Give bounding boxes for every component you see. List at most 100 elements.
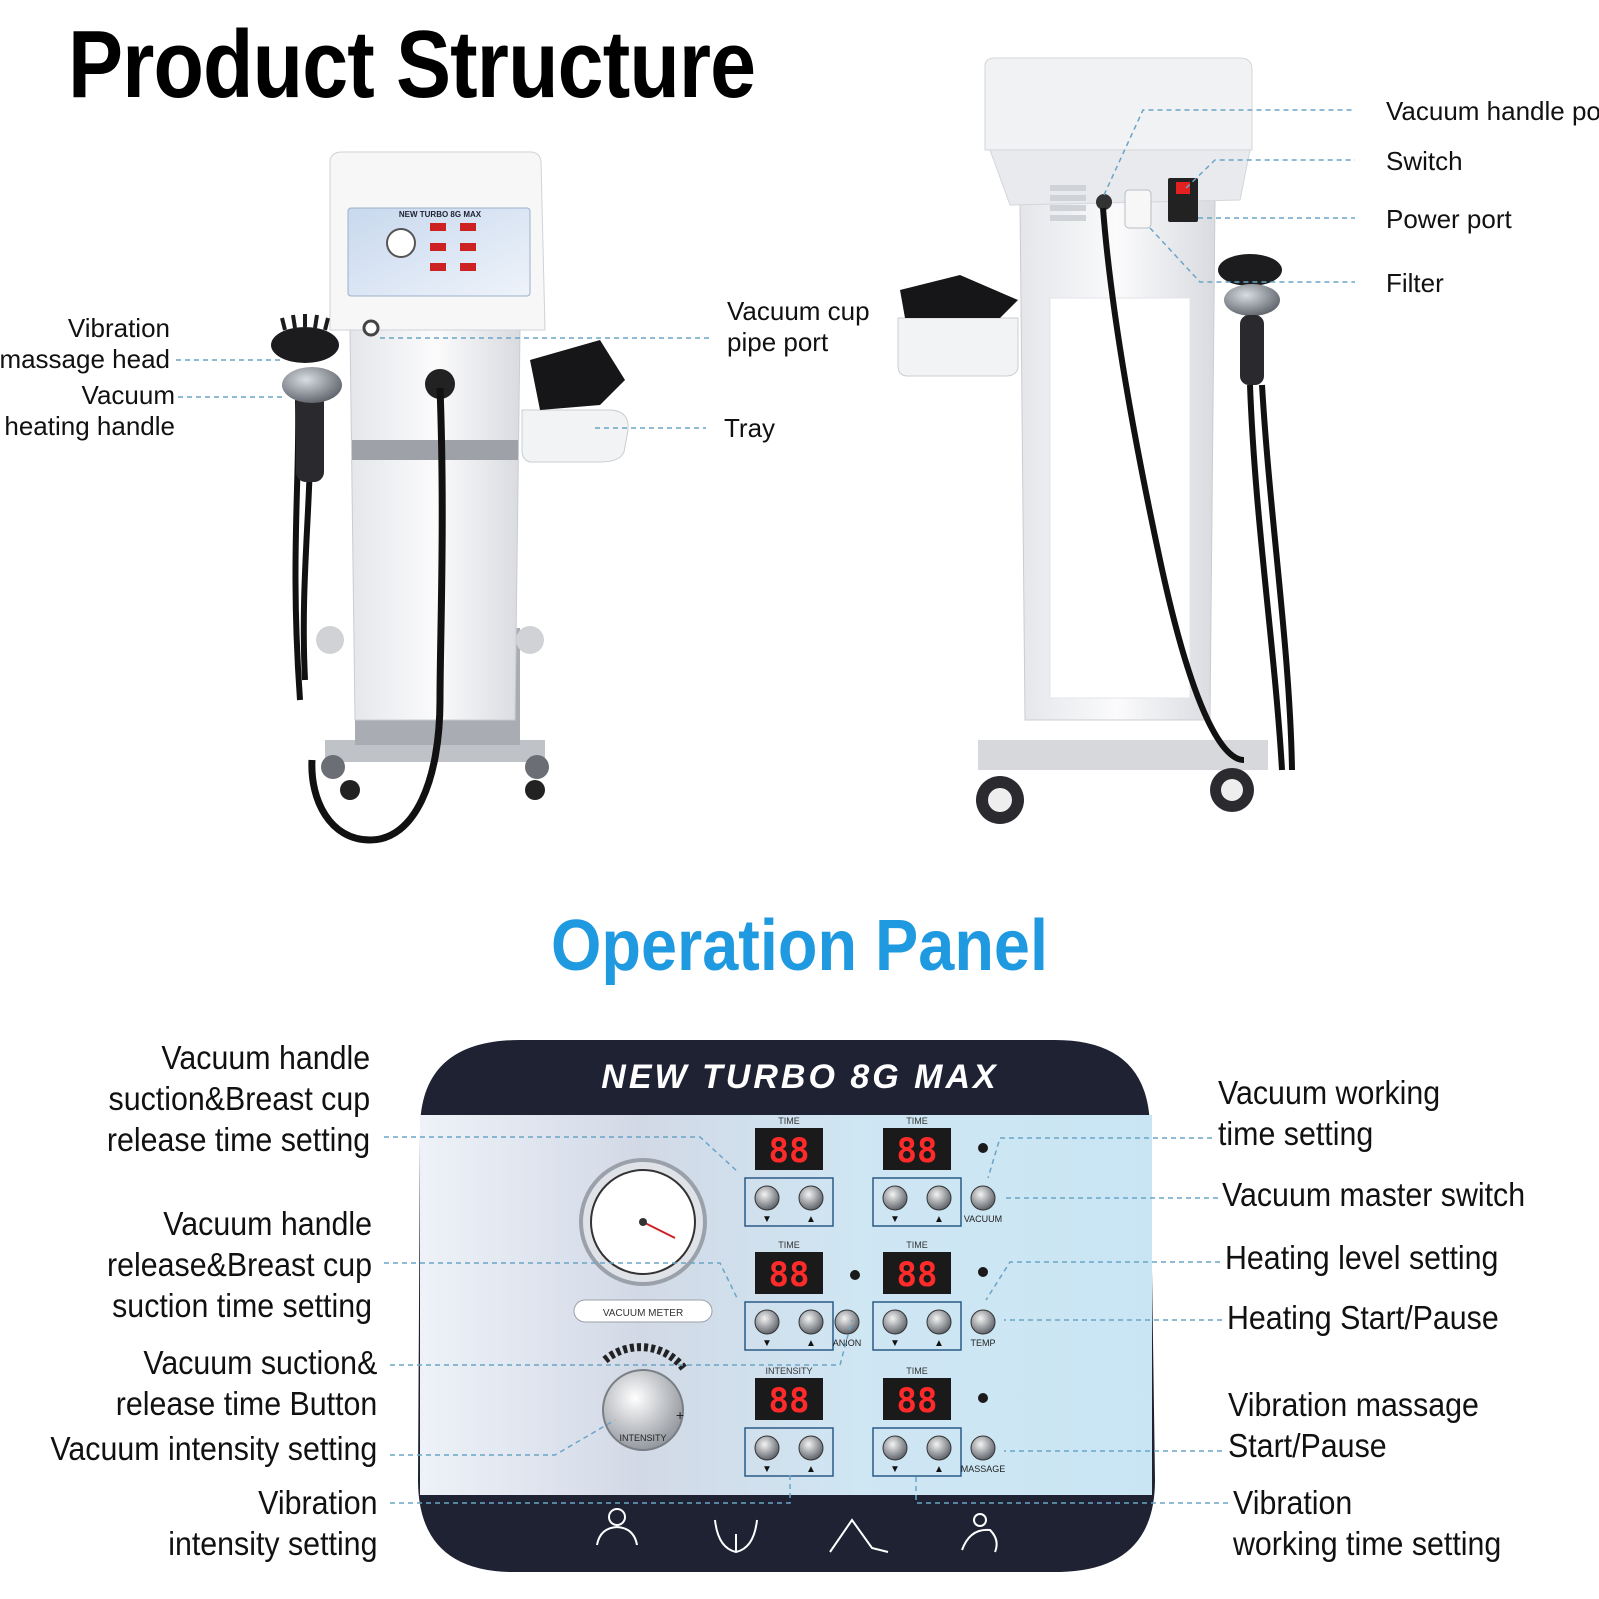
down-arrow-icon: ▼ bbox=[890, 1464, 900, 1475]
panel-brand-title: NEW TURBO 8G MAX bbox=[601, 1058, 998, 1096]
vibration-massage-head-icon bbox=[271, 314, 339, 363]
front-tray bbox=[521, 340, 629, 463]
down-arrow-icon: ▼ bbox=[762, 1464, 772, 1475]
button-group-frame bbox=[744, 1177, 834, 1227]
back-tray bbox=[897, 275, 1019, 377]
label-heating-level: Heating level setting bbox=[1225, 1239, 1499, 1276]
label-vacuum-handle-port: Vacuum handle port bbox=[1386, 96, 1599, 126]
label-suction-release-button: Vacuum suction& release time Button bbox=[115, 1344, 377, 1422]
label-power-port: Power port bbox=[1386, 204, 1512, 234]
led-digits: 88 bbox=[769, 1255, 810, 1295]
indicator-led bbox=[978, 1393, 988, 1403]
display-caption: TIME bbox=[906, 1116, 928, 1126]
label-vibration-start-pause: Vibration massage Start/Pause bbox=[1228, 1386, 1479, 1464]
up-arrow-icon: ▲ bbox=[934, 1464, 944, 1475]
up-button[interactable] bbox=[926, 1435, 952, 1461]
indicator-led bbox=[850, 1270, 860, 1280]
panel-leader-lines bbox=[384, 1136, 1228, 1504]
massage-start-pause-button[interactable] bbox=[970, 1435, 996, 1461]
up-arrow-icon: ▲ bbox=[934, 1338, 944, 1349]
led-digits: 88 bbox=[769, 1131, 810, 1171]
back-massage-heads bbox=[1218, 254, 1295, 771]
label-heating-start-pause: Heating Start/Pause bbox=[1227, 1299, 1499, 1336]
led-digits: 88 bbox=[897, 1131, 938, 1171]
down-arrow-icon: ▼ bbox=[890, 1214, 900, 1225]
side-button-caption: ANION bbox=[833, 1338, 862, 1348]
down-arrow-icon: ▼ bbox=[762, 1214, 772, 1225]
led-display bbox=[883, 1378, 951, 1420]
label-tray: Tray bbox=[724, 413, 776, 443]
vacuum-cup-pipe-port-icon bbox=[362, 319, 380, 337]
led-display bbox=[755, 1378, 823, 1420]
heating-start-pause-button[interactable] bbox=[970, 1309, 996, 1335]
indicator-led bbox=[978, 1267, 988, 1277]
panel-displays: TIME88▼▲TIME88▼▲VACUUMTIME88▼▲ANIONTIME8… bbox=[744, 1116, 1005, 1477]
leg-icon bbox=[829, 1518, 889, 1553]
panel-face bbox=[420, 1115, 1152, 1495]
vacuum-meter-gauge: VACUUM METER bbox=[573, 1158, 713, 1323]
product-structure-title: Product Structure bbox=[68, 11, 756, 118]
power-port-icon bbox=[1168, 178, 1198, 222]
led-digits: 88 bbox=[897, 1381, 938, 1421]
down-button[interactable] bbox=[754, 1185, 780, 1211]
display-caption: TIME bbox=[778, 1116, 800, 1126]
up-button[interactable] bbox=[926, 1309, 952, 1335]
up-button[interactable] bbox=[798, 1185, 824, 1211]
display-caption: INTENSITY bbox=[765, 1366, 812, 1376]
display-caption: TIME bbox=[778, 1240, 800, 1250]
led-display bbox=[755, 1128, 823, 1170]
label-vibration-intensity: Vibration intensity setting bbox=[167, 1484, 377, 1562]
machine-illustrations: NEW TURBO 8G MAX bbox=[176, 57, 1355, 844]
up-arrow-icon: ▲ bbox=[806, 1214, 816, 1225]
down-button[interactable] bbox=[882, 1185, 908, 1211]
switch-icon bbox=[1176, 182, 1190, 194]
vacuum-master-switch[interactable] bbox=[970, 1185, 996, 1211]
button-group-frame bbox=[872, 1301, 962, 1351]
vacuum-heating-handle-icon bbox=[282, 367, 342, 403]
display-vacuum-suction-time: TIME 88 ▼ ▲ bbox=[744, 1116, 834, 1227]
label-vibration-working-time: Vibration working time setting bbox=[1233, 1484, 1502, 1562]
vacuum-intensity-knob[interactable]: INTENSITY + bbox=[602, 1343, 689, 1451]
led-digits: 88 bbox=[769, 1381, 810, 1421]
body-icon bbox=[596, 1508, 638, 1546]
svg-text:+: + bbox=[676, 1407, 684, 1423]
intensity-knob-caption: INTENSITY bbox=[619, 1433, 666, 1443]
button-group-frame bbox=[744, 1301, 834, 1351]
label-filter: Filter bbox=[1386, 268, 1444, 298]
up-button[interactable] bbox=[926, 1185, 952, 1211]
label-release-suction-time: Vacuum handle release&Breast cup suction… bbox=[107, 1205, 373, 1324]
up-arrow-icon: ▲ bbox=[806, 1464, 816, 1475]
led-display bbox=[755, 1252, 823, 1294]
back-vent bbox=[1050, 185, 1086, 221]
up-button[interactable] bbox=[798, 1309, 824, 1335]
up-button[interactable] bbox=[798, 1435, 824, 1461]
structure-leader-lines bbox=[176, 109, 1355, 429]
led-display bbox=[883, 1128, 951, 1170]
label-vacuum-intensity: Vacuum intensity setting bbox=[50, 1430, 377, 1467]
panel-mode-icons bbox=[596, 1508, 998, 1554]
label-suction-release-time: Vacuum handle suction&Breast cup release… bbox=[106, 1039, 370, 1158]
button-group-frame bbox=[744, 1427, 834, 1477]
indicator-led bbox=[978, 1143, 988, 1153]
down-button[interactable] bbox=[754, 1309, 780, 1335]
led-display bbox=[883, 1252, 951, 1294]
display-caption: TIME bbox=[906, 1240, 928, 1250]
led-digits: 88 bbox=[897, 1255, 938, 1295]
display-caption: TIME bbox=[906, 1366, 928, 1376]
down-button[interactable] bbox=[882, 1435, 908, 1461]
up-arrow-icon: ▲ bbox=[934, 1214, 944, 1225]
down-button[interactable] bbox=[882, 1309, 908, 1335]
label-vacuum-master-switch: Vacuum master switch bbox=[1222, 1176, 1526, 1213]
button-group-frame bbox=[872, 1177, 962, 1227]
back-machine bbox=[897, 57, 1295, 824]
down-arrow-icon: ▼ bbox=[890, 1338, 900, 1349]
anion-button[interactable] bbox=[834, 1309, 860, 1335]
down-button[interactable] bbox=[754, 1435, 780, 1461]
buttocks-icon bbox=[714, 1519, 758, 1554]
